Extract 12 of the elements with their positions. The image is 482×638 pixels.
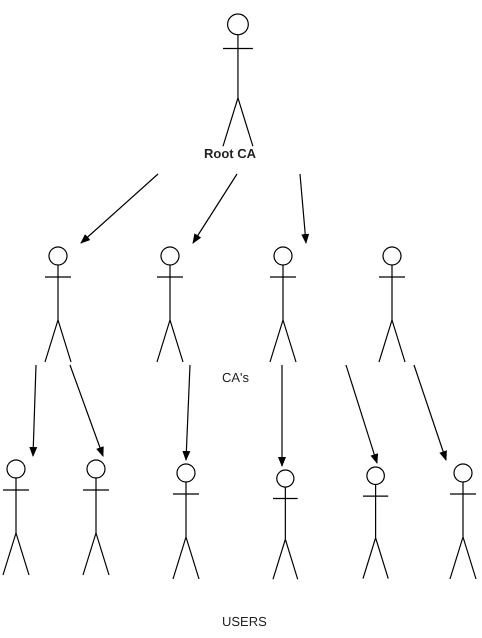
role-label: Root CA [203, 146, 257, 161]
arrow [29, 364, 38, 457]
arrow [80, 174, 158, 244]
arrow [345, 364, 378, 464]
arrow [182, 364, 191, 461]
arrow [299, 174, 310, 244]
arrow [413, 364, 447, 461]
arrow [278, 365, 286, 467]
group-label: USERS [222, 614, 267, 629]
arrow [192, 174, 238, 244]
group-label: CA's [222, 370, 250, 385]
arrow [69, 364, 104, 457]
